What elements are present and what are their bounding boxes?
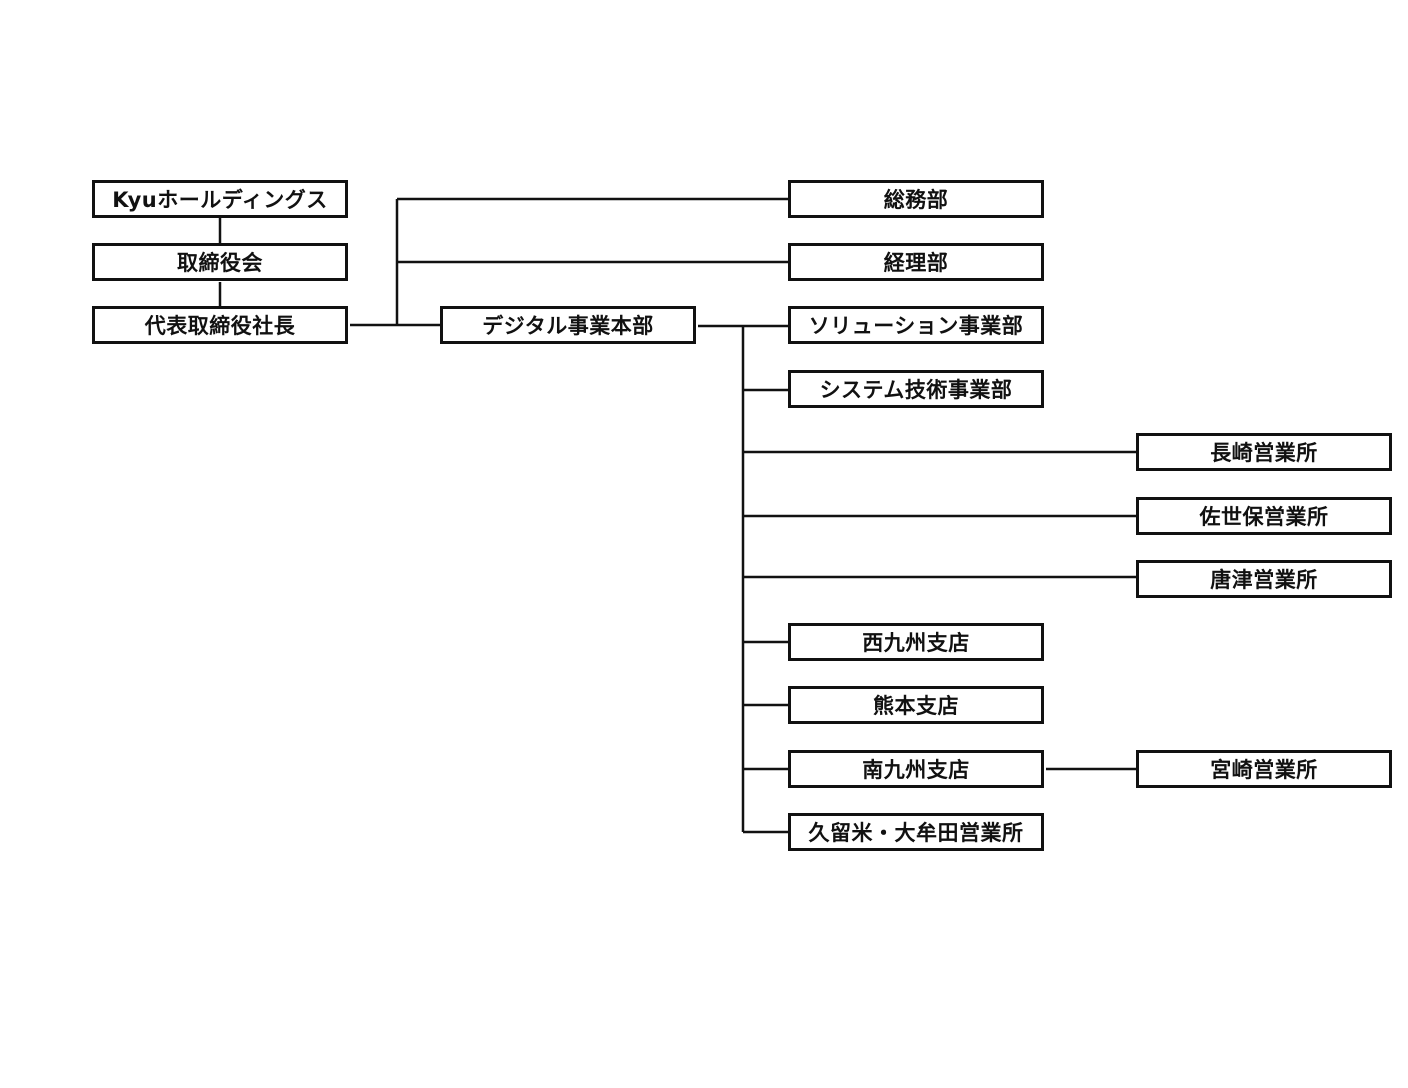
node-system-tech: システム技術事業部 <box>788 370 1044 408</box>
node-kurume-omuta: 久留米・大牟田営業所 <box>788 813 1044 851</box>
node-nishikyushu: 西九州支店 <box>788 623 1044 661</box>
node-board: 取締役会 <box>92 243 348 281</box>
node-digital-hq: デジタル事業本部 <box>440 306 696 344</box>
node-kyu-holdings: Kyuホールディングス <box>92 180 348 218</box>
node-solutions: ソリューション事業部 <box>788 306 1044 344</box>
node-general-affairs: 総務部 <box>788 180 1044 218</box>
node-accounting: 経理部 <box>788 243 1044 281</box>
node-minamikyushu: 南九州支店 <box>788 750 1044 788</box>
node-karatsu: 唐津営業所 <box>1136 560 1392 598</box>
node-sasebo: 佐世保営業所 <box>1136 497 1392 535</box>
node-nagasaki: 長崎営業所 <box>1136 433 1392 471</box>
node-miyazaki: 宮崎営業所 <box>1136 750 1392 788</box>
node-president: 代表取締役社長 <box>92 306 348 344</box>
node-kumamoto: 熊本支店 <box>788 686 1044 724</box>
